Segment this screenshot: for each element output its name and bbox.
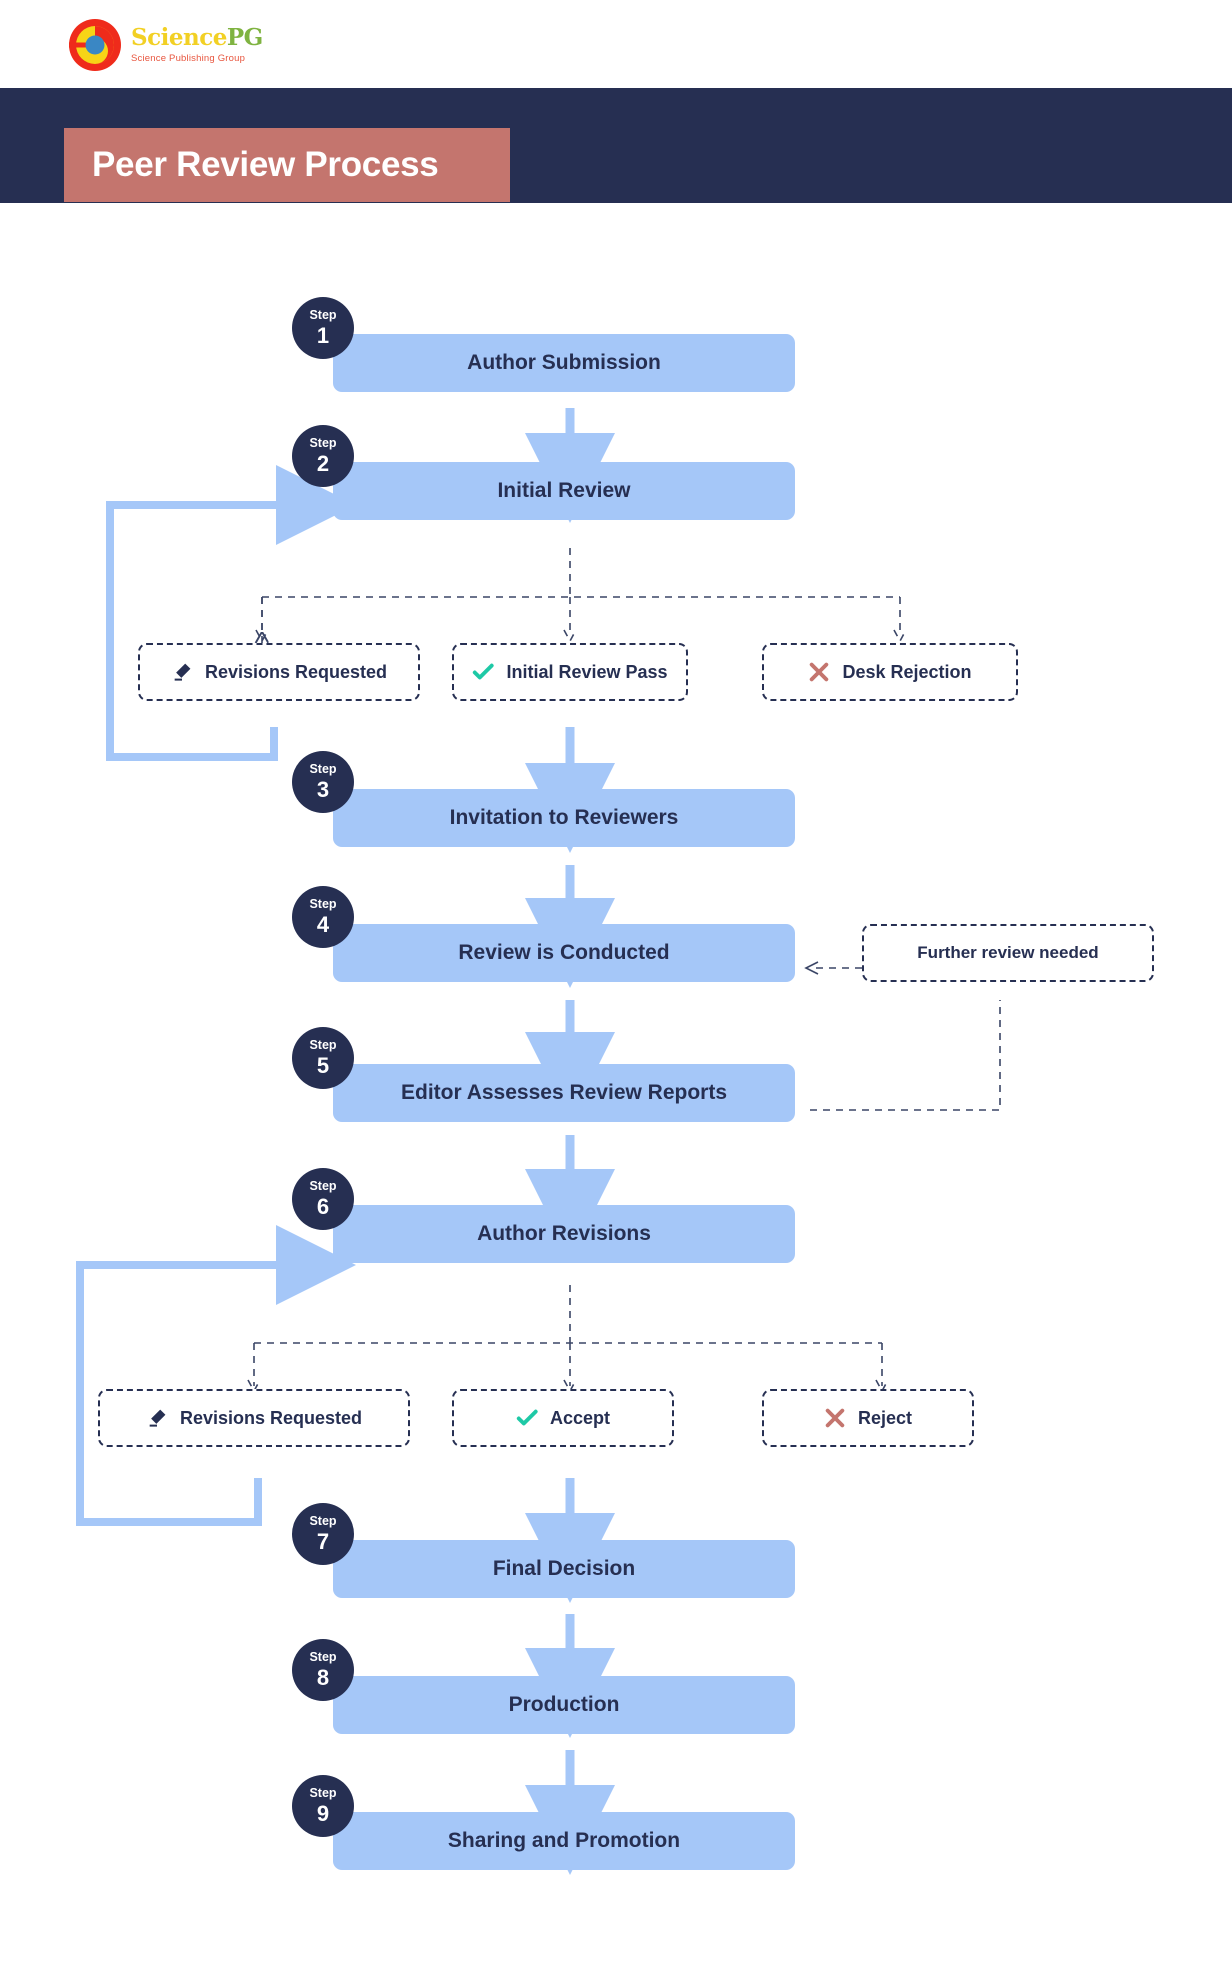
step-box-label-4: Review is Conducted [458, 941, 670, 964]
pencil-icon [171, 661, 193, 683]
step-box-label-8: Production [508, 1693, 620, 1716]
brand-logo[interactable]: SciencePG Science Publishing Group [68, 18, 263, 72]
step-badge-number-4: 4 [316, 911, 330, 937]
step-badge-4: Step 4 [292, 886, 354, 948]
pencil-icon [146, 1407, 168, 1429]
decision-label-revisions-requested-1: Revisions Requested [204, 661, 388, 682]
decision-initial-review-pass[interactable]: Initial Review Pass [452, 643, 688, 701]
step-badge-7: Step 7 [292, 1503, 354, 1565]
step-badge-6: Step 6 [292, 1168, 354, 1230]
decision-desk-rejection[interactable]: Desk Rejection [762, 643, 1018, 701]
step-badge-number-5: 5 [316, 1052, 330, 1078]
decision-label-revisions-requested-2: Revisions Requested [179, 1407, 363, 1428]
step-box-production[interactable]: Production [333, 1676, 795, 1734]
page-title-text: Peer Review Process [92, 145, 439, 184]
step-badge-number-8: 8 [316, 1664, 330, 1690]
step-badge-label-8: Step [309, 1650, 337, 1665]
check-icon [472, 661, 495, 683]
decision-revisions-requested-1[interactable]: Revisions Requested [138, 643, 420, 701]
step-box-label-3: Invitation to Reviewers [449, 806, 679, 829]
decision-accept[interactable]: Accept [452, 1389, 674, 1447]
step-badge-3: Step 3 [292, 751, 354, 813]
step-badge-1: Step 1 [292, 297, 354, 359]
step-badge-8: Step 8 [292, 1639, 354, 1701]
step-badge-label-6: Step [309, 1179, 337, 1194]
step-box-label-5: Editor Assesses Review Reports [400, 1081, 728, 1104]
step-box-label-1: Author Submission [467, 351, 661, 374]
cross-icon [808, 661, 830, 683]
note-further-review-needed[interactable]: Further review needed [862, 924, 1154, 982]
brand-wordmark-science: Science [131, 24, 227, 52]
step-box-author-submission[interactable]: Author Submission [333, 334, 795, 392]
step-badge-number-2: 2 [316, 450, 330, 476]
step-badge-2: Step 2 [292, 425, 354, 487]
step-badge-label-7: Step [309, 1514, 337, 1529]
step-badge-number-9: 9 [316, 1800, 330, 1826]
step-box-invitation-to-reviewers[interactable]: Invitation to Reviewers [333, 789, 795, 847]
page-title: Peer Review Process [64, 128, 510, 202]
step-badge-label-1: Step [309, 308, 337, 323]
decision-label-reject: Reject [857, 1407, 913, 1428]
brand-wordmark: SciencePG [131, 26, 263, 49]
step-box-initial-review[interactable]: Initial Review [333, 462, 795, 520]
step-badge-number-3: 3 [316, 776, 330, 802]
step-box-label-7: Final Decision [492, 1557, 636, 1580]
note-label-further-review-needed: Further review needed [917, 943, 1099, 962]
decision-reject[interactable]: Reject [762, 1389, 974, 1447]
brand-subtitle: Science Publishing Group [131, 53, 246, 65]
sciencepg-circle-logo [68, 18, 122, 72]
step-badge-number-6: 6 [316, 1193, 330, 1219]
step-box-review-is-conducted[interactable]: Review is Conducted [333, 924, 795, 982]
step-box-final-decision[interactable]: Final Decision [333, 1540, 795, 1598]
logo-bar: SciencePG Science Publishing Group [0, 0, 1232, 88]
step-badge-label-3: Step [309, 762, 337, 777]
decision-label-desk-rejection: Desk Rejection [842, 661, 972, 682]
step-badge-label-5: Step [309, 1038, 337, 1053]
decision-label-initial-review-pass: Initial Review Pass [506, 661, 668, 682]
step-badge-number-7: 7 [316, 1528, 330, 1554]
step-badge-label-4: Step [309, 897, 337, 912]
step-box-editor-assesses-review-reports[interactable]: Editor Assesses Review Reports [333, 1064, 795, 1122]
step-box-label-2: Initial Review [497, 479, 631, 502]
step-box-label-9: Sharing and Promotion [447, 1829, 681, 1852]
brand-wordmark-pg: PG [226, 24, 263, 52]
decision-revisions-requested-2[interactable]: Revisions Requested [98, 1389, 410, 1447]
cross-icon [824, 1407, 846, 1429]
decision-label-accept: Accept [549, 1407, 611, 1428]
step-box-label-6: Author Revisions [477, 1222, 651, 1245]
step-box-sharing-and-promotion[interactable]: Sharing and Promotion [333, 1812, 795, 1870]
step-box-author-revisions[interactable]: Author Revisions [333, 1205, 795, 1263]
step-badge-number-1: 1 [316, 322, 330, 348]
step-badge-label-2: Step [309, 436, 337, 451]
check-icon [516, 1407, 538, 1429]
step-badge-5: Step 5 [292, 1027, 354, 1089]
step-badge-9: Step 9 [292, 1775, 354, 1837]
step-badge-label-9: Step [309, 1786, 337, 1801]
